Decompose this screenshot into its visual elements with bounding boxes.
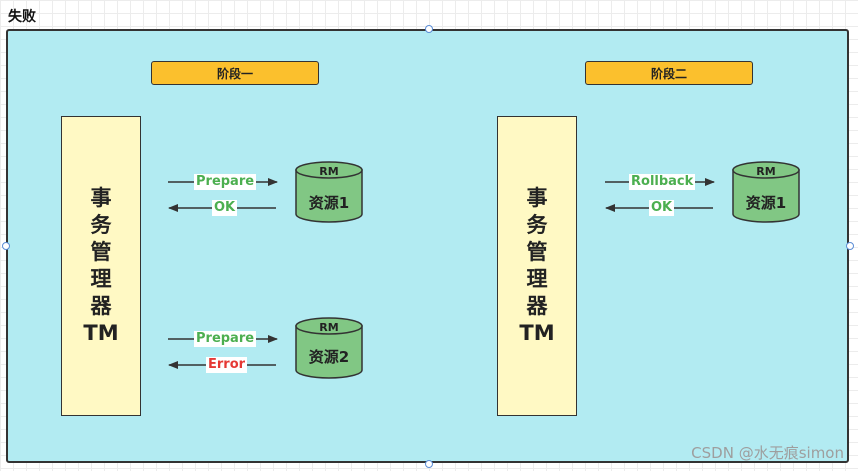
tm-char: 理 (90, 267, 112, 291)
phase-one-header: 阶段一 (151, 61, 319, 85)
tm-char: 务 (526, 213, 548, 237)
tm-char: 务 (90, 213, 112, 237)
watermark: CSDN @水无痕simon (691, 444, 844, 462)
transaction-manager-phase-one: 事 务 管 理 器 TM (61, 116, 141, 416)
label-prepare: Prepare (194, 331, 257, 347)
resize-handle-left[interactable] (2, 242, 10, 250)
tm-char: 管 (526, 240, 548, 264)
resize-handle-right[interactable] (846, 242, 854, 250)
resize-handle-bottom[interactable] (425, 460, 433, 468)
label-ok: OK (212, 200, 238, 216)
label-rollback: Rollback (629, 174, 696, 190)
tm-abbr: TM (83, 321, 119, 345)
resource-label: 资源1 (308, 194, 350, 212)
rm-cylinder-phase-one-1 (295, 161, 363, 223)
diagram-title: 失败 (8, 9, 36, 25)
label-prepare: Prepare (194, 174, 257, 190)
label-ok: OK (649, 200, 675, 216)
tm-char: 器 (526, 294, 548, 318)
rm-header: RM (319, 165, 339, 178)
resource-label: 资源2 (308, 348, 350, 366)
tm-char: 管 (90, 240, 112, 264)
rm-header: RM (756, 165, 776, 178)
tm-char: 理 (526, 267, 548, 291)
resource-label: 资源1 (745, 194, 787, 212)
tm-char: 事 (526, 186, 548, 210)
transaction-manager-phase-two: 事 务 管 理 器 TM (497, 116, 577, 416)
rm-cylinder-phase-one-2 (295, 317, 363, 379)
resize-handle-top[interactable] (425, 25, 433, 33)
label-error: Error (206, 357, 248, 373)
rm-header: RM (319, 321, 339, 334)
rm-cylinder-phase-two-1 (732, 161, 800, 223)
tm-abbr: TM (519, 321, 555, 345)
phase-two-header: 阶段二 (585, 61, 753, 85)
tm-char: 器 (90, 294, 112, 318)
tm-char: 事 (90, 186, 112, 210)
